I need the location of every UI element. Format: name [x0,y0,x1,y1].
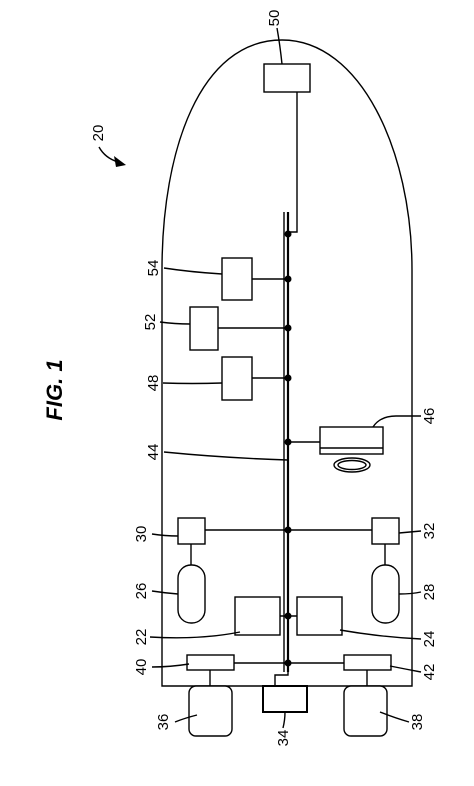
module-34 [262,685,308,713]
label-30: 30 [133,526,150,543]
module-48 [221,356,253,401]
leader-24 [339,629,422,640]
module-42 [343,654,392,671]
leader-42 [389,665,422,673]
module-54 [221,257,253,301]
leader-22 [149,631,241,639]
leader-34 [282,711,286,729]
leader-52 [159,321,191,325]
module-46 [319,426,384,455]
module-22 [234,596,281,636]
module-40 [186,654,235,671]
module-32 [371,517,400,545]
leader-40 [151,663,190,668]
label-24: 24 [421,631,438,648]
label-54: 54 [145,260,162,277]
label-32: 32 [421,523,438,540]
module-30 [177,517,206,545]
junction-dot [284,374,292,382]
label-38: 38 [409,714,426,731]
label-44: 44 [145,444,162,461]
leader-54 [163,267,223,275]
connector-34 [274,663,289,686]
leader-48 [162,382,223,385]
label-50: 50 [266,10,283,27]
junction-dot [284,275,292,283]
wheel-26 [177,564,206,624]
label-20: 20 [90,125,107,142]
leader-46 [372,415,421,428]
module-46-knob [333,457,371,473]
junction-dot [284,612,292,620]
leader-26 [151,590,179,595]
module-46-knob-inner [337,459,367,471]
module-38 [343,685,388,737]
junction-dot [284,324,292,332]
label-52: 52 [142,314,159,331]
connector-50 [288,92,298,233]
figure-title: FIG. 1 [42,359,67,420]
module-50 [263,63,311,93]
label-40: 40 [133,659,150,676]
module-36 [188,685,233,737]
label-48: 48 [145,375,162,392]
label-22: 22 [133,629,150,646]
arrow-head-20 [114,156,126,167]
label-42: 42 [421,664,438,681]
leader-36 [174,714,198,723]
label-36: 36 [155,714,172,731]
junction-dot [284,526,292,534]
leader-44 [163,451,289,461]
label-28: 28 [421,584,438,601]
wheel-28 [371,564,400,624]
junction-dot [284,659,292,667]
module-52 [189,306,219,351]
leader-50 [276,27,283,65]
vehicle-outline [161,39,413,687]
leader-38 [379,711,410,723]
label-34: 34 [275,730,292,747]
label-26: 26 [133,583,150,600]
leader-30 [151,533,179,537]
junction-dot [284,230,292,238]
leader-32 [398,530,422,534]
module-24 [296,596,343,636]
label-46: 46 [421,408,438,425]
leader-28 [398,591,422,595]
junction-dot [284,438,292,446]
